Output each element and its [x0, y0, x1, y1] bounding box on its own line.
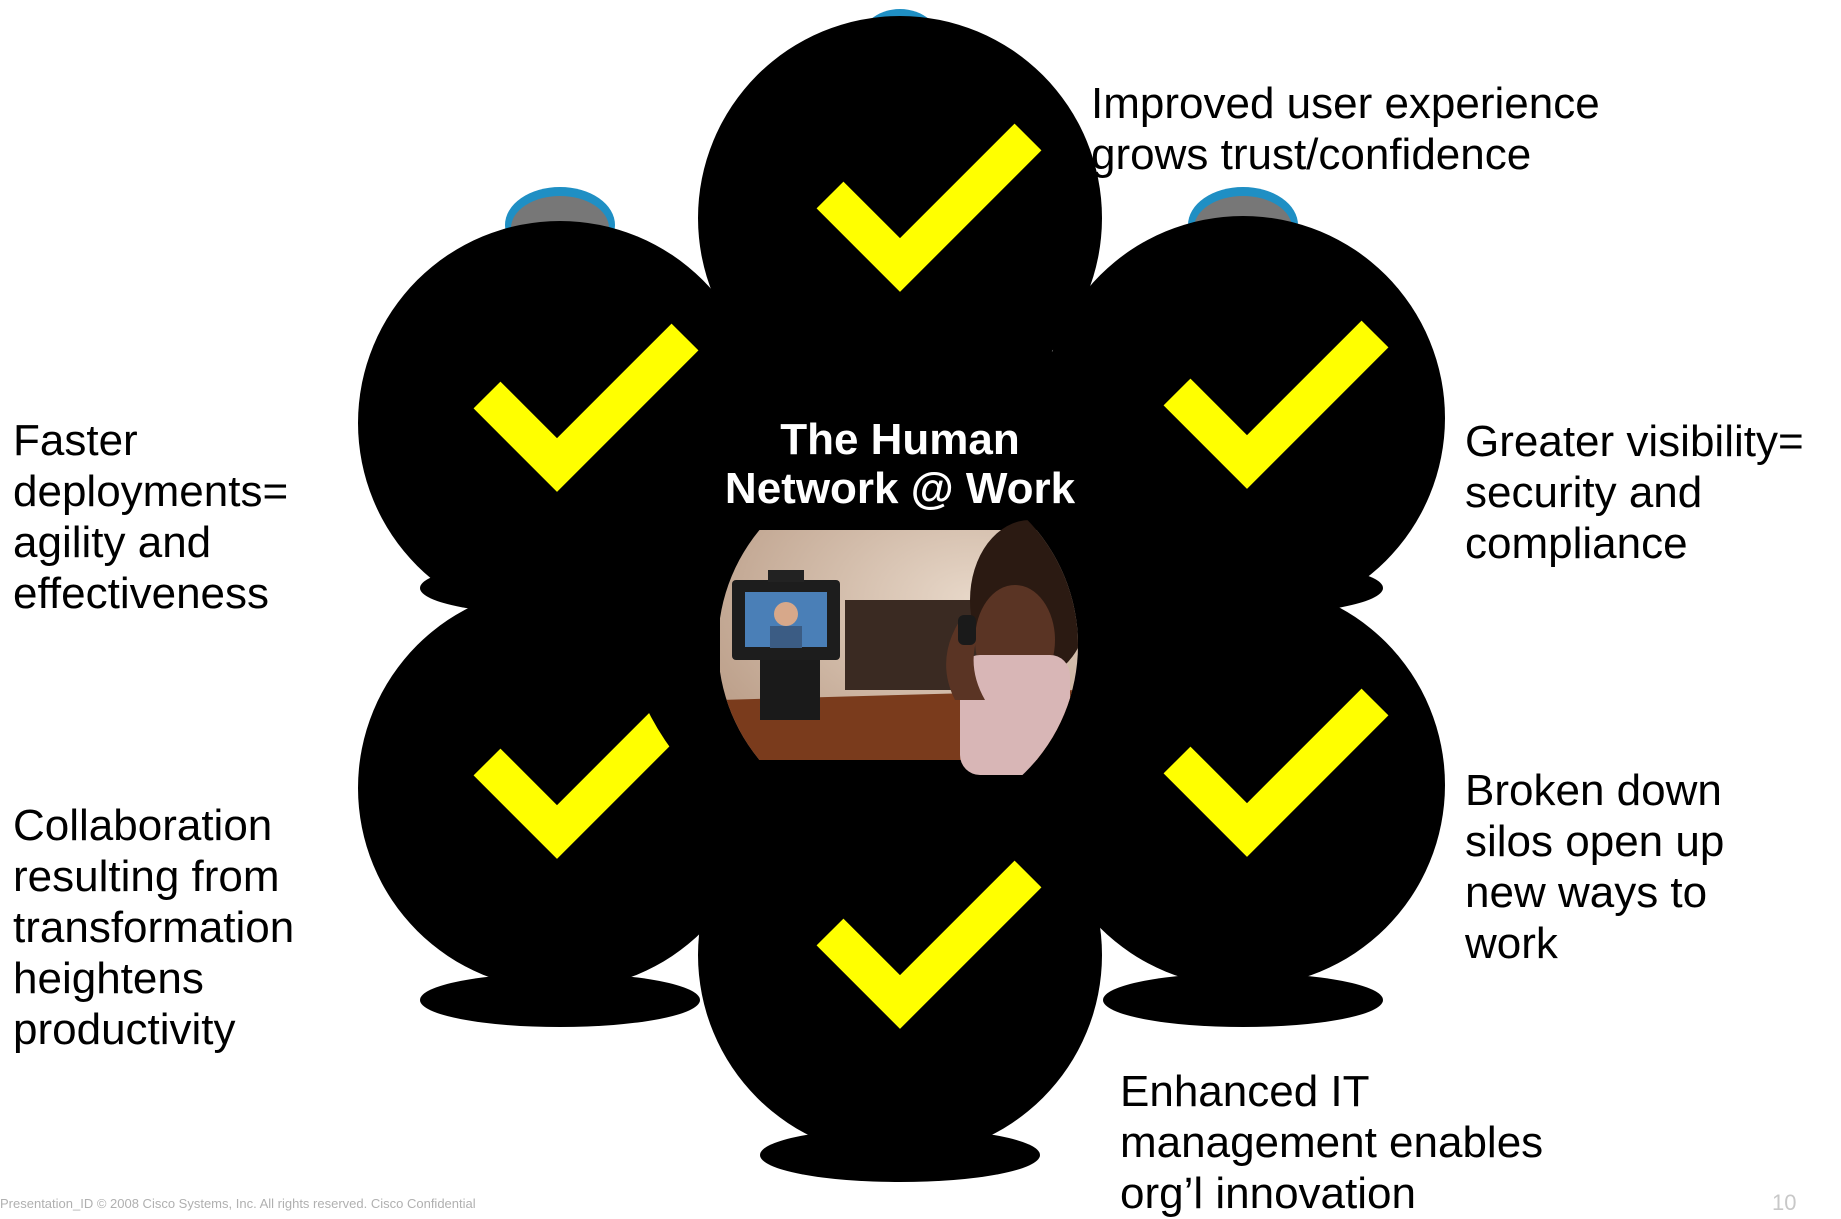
checkmark-icon — [473, 323, 699, 492]
video-conference-photo — [720, 520, 1078, 775]
checkmark-icon — [473, 690, 699, 859]
benefit-label-top: Improved user experience grows trust/con… — [1091, 79, 1600, 179]
petal-top — [698, 9, 1102, 420]
benefit-label-lower-right: Broken down silos open up new ways to wo… — [1465, 766, 1725, 968]
checkmark-icon — [816, 123, 1042, 292]
page-number: 10 — [1772, 1190, 1797, 1215]
petal-circle — [698, 16, 1102, 420]
petal-circle — [698, 753, 1102, 1157]
checkmark-icon — [816, 860, 1042, 1029]
benefit-label-upper-left: Faster deployments= agility and effectiv… — [13, 416, 289, 618]
petal-bottom — [698, 753, 1102, 1182]
benefit-label-bottom: Enhanced IT management enables org’l inn… — [1120, 1067, 1544, 1218]
checkmark-icon — [1163, 320, 1389, 489]
benefit-label-upper-right: Greater visibility= security and complia… — [1465, 417, 1804, 568]
benefit-label-lower-left: Collaboration resulting from transformat… — [13, 801, 295, 1054]
center-title: The Human Network @ Work — [724, 415, 1076, 513]
footer-text: Presentation_ID © 2008 Cisco Systems, In… — [0, 1196, 476, 1211]
checkmark-icon — [1163, 688, 1389, 857]
